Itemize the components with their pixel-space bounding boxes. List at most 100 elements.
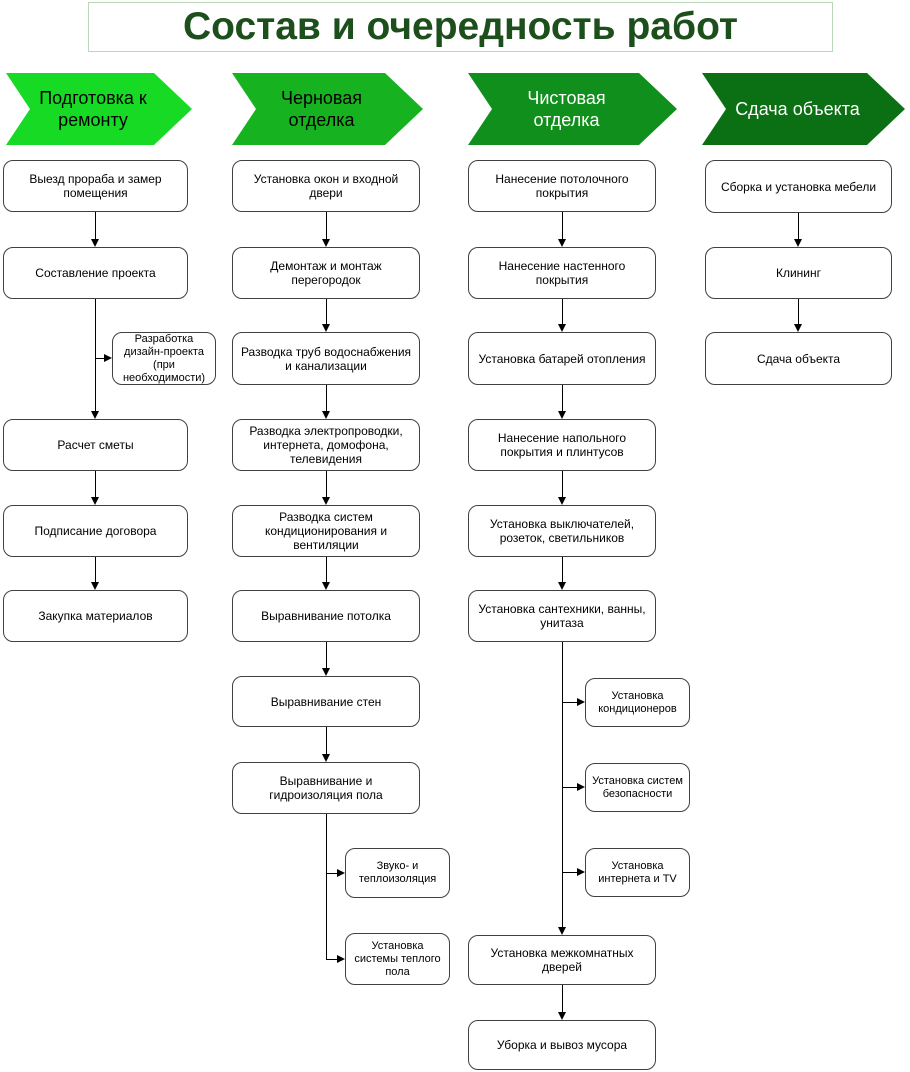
step-box: Сдача объекта bbox=[705, 332, 892, 385]
arrowhead-down bbox=[91, 582, 99, 590]
arrowhead-down bbox=[558, 1012, 566, 1020]
step-label: Сдача объекта bbox=[756, 351, 841, 366]
connector-line bbox=[95, 557, 96, 582]
step-label: Подписание договора bbox=[34, 524, 157, 538]
step-label: Закупка материалов bbox=[38, 609, 153, 623]
step-label: Разводка систем кондиционирования и вент… bbox=[264, 510, 388, 552]
arrowhead-down bbox=[91, 239, 99, 247]
step-box-optional: Разработка дизайн-проекта (при необходим… bbox=[112, 332, 216, 385]
stage-header-handover: Сдача объекта bbox=[702, 73, 905, 145]
step-label: Составление проекта bbox=[35, 266, 156, 280]
connector-line bbox=[562, 642, 563, 927]
step-box: Выравнивание и гидроизоляция пола bbox=[232, 762, 420, 814]
step-box: Установка межкомнатных дверей bbox=[468, 935, 656, 985]
arrowhead-down bbox=[322, 668, 330, 676]
arrowhead-down bbox=[558, 927, 566, 935]
stage-header-preparation: Подготовка к ремонту bbox=[6, 73, 192, 145]
step-label: Разводка электропроводки, интернета, дом… bbox=[249, 424, 403, 466]
step-label: Выравнивание и гидроизоляция пола bbox=[269, 774, 383, 802]
arrowhead-down bbox=[558, 497, 566, 505]
chevron-arrow-icon bbox=[6, 73, 192, 145]
page-title-box: Состав и очередность работ bbox=[88, 2, 833, 52]
step-box: Нанесение напольного покрытия и плинтусо… bbox=[468, 419, 656, 471]
arrowhead-down bbox=[322, 411, 330, 419]
step-label: Установка сантехники, ванны, унитаза bbox=[478, 602, 646, 630]
step-label: Установка выключателей, розеток, светиль… bbox=[489, 517, 635, 545]
stage-header-label: Чистовая отделка bbox=[527, 88, 606, 130]
step-box: Нанесение настенного покрытия bbox=[468, 247, 656, 299]
step-box: Сборка и установка мебели bbox=[705, 160, 892, 213]
connector-line bbox=[95, 212, 96, 239]
chevron-arrow-icon bbox=[232, 73, 423, 145]
step-box-side: Установка системы теплого пола bbox=[345, 933, 450, 985]
step-label: Нанесение напольного покрытия и плинтусо… bbox=[497, 431, 627, 459]
arrowhead-right bbox=[577, 868, 585, 876]
step-label: Сборка и установка мебели bbox=[720, 179, 877, 194]
step-box-side: Установка систем безопасности bbox=[585, 763, 690, 812]
connector-line bbox=[326, 212, 327, 239]
stage-header-rough-finish: Черновая отделка bbox=[232, 73, 423, 145]
connector-line bbox=[562, 702, 577, 703]
step-box: Установка выключателей, розеток, светиль… bbox=[468, 505, 656, 557]
connector-line bbox=[95, 471, 96, 497]
step-box: Выравнивание стен bbox=[232, 676, 420, 727]
step-box: Демонтаж и монтаж перегородок bbox=[232, 247, 420, 299]
step-label: Выезд прораба и замер помещения bbox=[29, 172, 162, 200]
step-label: Клининг bbox=[775, 266, 822, 280]
connector-line bbox=[562, 299, 563, 324]
step-box: Клининг bbox=[705, 247, 892, 299]
step-label: Установка систем безопасности bbox=[592, 774, 683, 800]
connector-line bbox=[798, 213, 799, 239]
step-box: Составление проекта bbox=[3, 247, 188, 299]
connector-line bbox=[326, 385, 327, 411]
arrowhead-down bbox=[558, 582, 566, 590]
arrowhead-down bbox=[794, 239, 802, 247]
step-box: Уборка и вывоз мусора bbox=[468, 1020, 656, 1070]
step-label: Звуко- и теплоизоляция bbox=[358, 860, 437, 885]
arrowhead-right bbox=[577, 783, 585, 791]
step-box-side: Установка интернета и TV bbox=[585, 848, 690, 897]
arrowhead-down bbox=[558, 411, 566, 419]
connector-line bbox=[562, 557, 563, 582]
arrowhead-down bbox=[794, 324, 802, 332]
step-box: Закупка материалов bbox=[3, 590, 188, 642]
step-label: Установка батарей отопления bbox=[478, 351, 646, 366]
arrowhead-down bbox=[322, 324, 330, 332]
arrowhead-right bbox=[337, 955, 345, 963]
arrowhead-down bbox=[322, 754, 330, 762]
step-box-side: Установка кондиционеров bbox=[585, 678, 690, 727]
arrowhead-down bbox=[322, 582, 330, 590]
connector-line bbox=[562, 385, 563, 411]
step-label: Установка системы теплого пола bbox=[354, 939, 441, 978]
step-box-side: Звуко- и теплоизоляция bbox=[345, 848, 450, 898]
step-box: Разводка электропроводки, интернета, дом… bbox=[232, 419, 420, 471]
connector-line bbox=[562, 212, 563, 239]
step-label: Установка окон и входной двери bbox=[253, 172, 399, 200]
connector-line bbox=[562, 471, 563, 497]
arrowhead-down bbox=[322, 239, 330, 247]
step-label: Нанесение потолочного покрытия bbox=[495, 172, 629, 200]
connector-line bbox=[562, 872, 577, 873]
connector-line bbox=[326, 642, 327, 668]
step-label: Установка интернета и TV bbox=[598, 859, 677, 885]
chevron-arrow-icon bbox=[702, 73, 905, 145]
step-box: Выравнивание потолка bbox=[232, 590, 420, 642]
stage-header-label: Подготовка к ремонту bbox=[39, 88, 147, 130]
connector-line bbox=[95, 299, 96, 411]
step-box: Разводка труб водоснабжения и канализаци… bbox=[232, 332, 420, 385]
stage-header-label: Черновая отделка bbox=[280, 88, 363, 130]
step-label: Выравнивание потолка bbox=[261, 609, 391, 623]
connector-line bbox=[326, 814, 327, 960]
arrowhead-right bbox=[104, 354, 112, 362]
step-label: Нанесение настенного покрытия bbox=[498, 259, 626, 287]
step-label: Уборка и вывоз мусора bbox=[496, 1038, 628, 1052]
step-label: Установка кондиционеров bbox=[598, 689, 677, 715]
stage-header-fine-finish: Чистовая отделка bbox=[468, 73, 677, 145]
step-box: Установка сантехники, ванны, унитаза bbox=[468, 590, 656, 642]
step-box: Установка окон и входной двери bbox=[232, 160, 420, 212]
step-box: Установка батарей отопления bbox=[468, 332, 656, 385]
step-label: Разводка труб водоснабжения и канализаци… bbox=[240, 344, 412, 373]
page-title: Состав и очередность работ bbox=[182, 5, 739, 48]
connector-line bbox=[562, 787, 577, 788]
